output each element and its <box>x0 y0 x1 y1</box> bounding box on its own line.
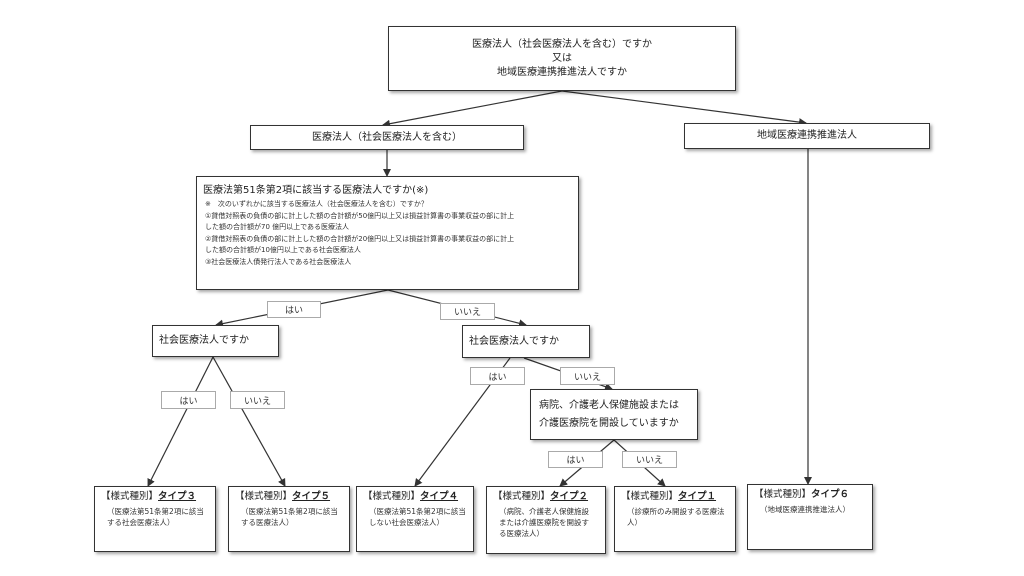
result-prefix: 【様式種別】 <box>754 489 812 500</box>
result-prefix: 【様式種別】 <box>101 491 159 502</box>
result-description-line: （医療法第51条第2項に該当 <box>107 507 204 516</box>
node-article51-title: 医療法第51条第2項に該当する医療法人ですか(※) <box>203 185 429 196</box>
result-description-line: （医療法第51条第2項に該当 <box>241 507 338 516</box>
result-type1: 【様式種別】タイプ１ （診療所のみ開設する医療法 人） <box>614 486 736 552</box>
result-description-line: する医療法人） <box>241 518 294 527</box>
result-heading: 【様式種別】タイプ２ <box>493 490 599 503</box>
result-description-line: しない社会医療法人） <box>369 518 444 527</box>
result-type5: 【様式種別】タイプ５ （医療法第51条第2項に該当 する医療法人） <box>228 486 350 552</box>
result-description: （医療法第51条第2項に該当 しない社会医療法人） <box>363 506 467 528</box>
result-description: （地域医療連携推進法人） <box>754 504 866 515</box>
node-medical-corporation-label: 医療法人（社会医療法人を含む） <box>312 131 462 143</box>
node-top-question: 医療法人（社会医療法人を含む）ですか 又は 地域医療連携推進法人ですか <box>388 26 736 91</box>
edge-social-left-to-type3 <box>147 356 214 487</box>
result-type-name: タイプ１ <box>678 491 717 502</box>
node-regional-corporation: 地域医療連携推進法人 <box>684 123 930 149</box>
result-prefix: 【様式種別】 <box>235 491 293 502</box>
edge-label-no: いいえ <box>440 303 495 320</box>
article51-note-line: ※ 次のいずれかに該当する医療法人（社会医療法人を含む）ですか？ <box>205 200 428 208</box>
result-description-line: または介護医療院を開設す <box>499 518 589 527</box>
edge-label-yes: はい <box>267 301 321 318</box>
result-heading: 【様式種別】タイプ６ <box>754 488 866 501</box>
node-article51-question: 医療法第51条第2項に該当する医療法人ですか(※) ※ 次のいずれかに該当する医… <box>196 176 579 290</box>
result-description-line: （診療所のみ開設する医療法 <box>627 507 725 516</box>
result-description-line: （地域医療連携推進法人） <box>760 505 850 514</box>
edge-top-to-regional <box>561 90 807 127</box>
result-heading: 【様式種別】タイプ３ <box>101 490 209 503</box>
result-type-name: タイプ４ <box>420 491 459 502</box>
result-heading: 【様式種別】タイプ１ <box>621 490 729 503</box>
node-social-question-left-label: 社会医療法人ですか <box>159 335 249 346</box>
edge-label-no: いいえ <box>230 391 285 409</box>
node-social-question-right: 社会医療法人ですか <box>462 325 590 358</box>
article51-note-line: した額の合計額が10億円以上である社会医療法人 <box>205 246 361 254</box>
article51-note-line: ③社会医療法人債発行法人である社会医療法人 <box>205 257 352 266</box>
result-description-line: 人） <box>627 518 642 527</box>
node-hospital-line-1: 病院、介護老人保健施設または <box>539 399 679 411</box>
node-top-line-1: 医療法人（社会医療法人を含む）ですか <box>472 38 652 50</box>
result-type2: 【様式種別】タイプ２ （病院、介護老人保健施設 または介護医療院を開設す る医療… <box>486 486 606 554</box>
result-description-line: （医療法第51条第2項に該当 <box>369 507 466 516</box>
node-top-line-2: 又は <box>552 52 572 64</box>
article51-note-line: ①貸借対照表の負債の部に計上した額の合計額が50億円以上又は損益計算書の事業収益… <box>205 211 515 220</box>
edge-social-left-to-type5 <box>212 356 286 487</box>
result-type3: 【様式種別】タイプ３ （医療法第51条第2項に該当 する社会医療法人） <box>94 486 216 552</box>
edge-label-no: いいえ <box>560 367 615 385</box>
result-description-line: る医療法人） <box>499 529 544 538</box>
node-hospital-line-2: 介護医療院を開設していますか <box>539 417 679 429</box>
node-top-line-3: 地域医療連携推進法人ですか <box>497 66 627 78</box>
edge-label-no: いいえ <box>622 451 677 468</box>
article51-note-line: ②貸借対照表の負債の部に計上した額の合計額が20億円以上又は損益計算書の事業収益… <box>205 234 515 243</box>
node-medical-corporation: 医療法人（社会医療法人を含む） <box>250 125 524 150</box>
node-hospital-question: 病院、介護老人保健施設または 介護医療院を開設していますか <box>530 389 698 440</box>
result-heading: 【様式種別】タイプ４ <box>363 490 467 503</box>
result-prefix: 【様式種別】 <box>363 491 421 502</box>
node-article51-notes: ※ 次のいずれかに該当する医療法人（社会医療法人を含む）ですか？ ①貸借対照表の… <box>197 198 578 268</box>
result-type-name: タイプ３ <box>158 491 197 502</box>
result-description: （病院、介護老人保健施設 または介護医療院を開設す る医療法人） <box>493 506 599 539</box>
edge-label-yes: はい <box>548 451 603 468</box>
result-description: （医療法第51条第2項に該当 する医療法人） <box>235 506 343 528</box>
result-type-name: タイプ６ <box>811 489 850 500</box>
result-description: （診療所のみ開設する医療法 人） <box>621 506 729 528</box>
result-type-name: タイプ５ <box>292 491 331 502</box>
result-heading: 【様式種別】タイプ５ <box>235 490 343 503</box>
result-description-line: （病院、介護老人保健施設 <box>499 507 589 516</box>
result-description: （医療法第51条第2項に該当 する社会医療法人） <box>101 506 209 528</box>
result-prefix: 【様式種別】 <box>621 491 679 502</box>
node-social-question-right-label: 社会医療法人ですか <box>469 335 559 347</box>
result-description-line: する社会医療法人） <box>107 518 175 527</box>
article51-note-line: した額の合計額が70 億円以上である医療法人 <box>205 223 350 231</box>
result-type4: 【様式種別】タイプ４ （医療法第51条第2項に該当 しない社会医療法人） <box>356 486 474 552</box>
result-prefix: 【様式種別】 <box>493 491 551 502</box>
edge-top-to-medical <box>382 90 563 128</box>
result-type6: 【様式種別】タイプ６ （地域医療連携推進法人） <box>747 484 873 550</box>
node-regional-corporation-label: 地域医療連携推進法人 <box>757 130 857 141</box>
edge-label-yes: はい <box>161 391 216 409</box>
node-social-question-left: 社会医療法人ですか <box>152 325 279 357</box>
result-type-name: タイプ２ <box>550 491 589 502</box>
edge-label-yes: はい <box>470 367 525 385</box>
